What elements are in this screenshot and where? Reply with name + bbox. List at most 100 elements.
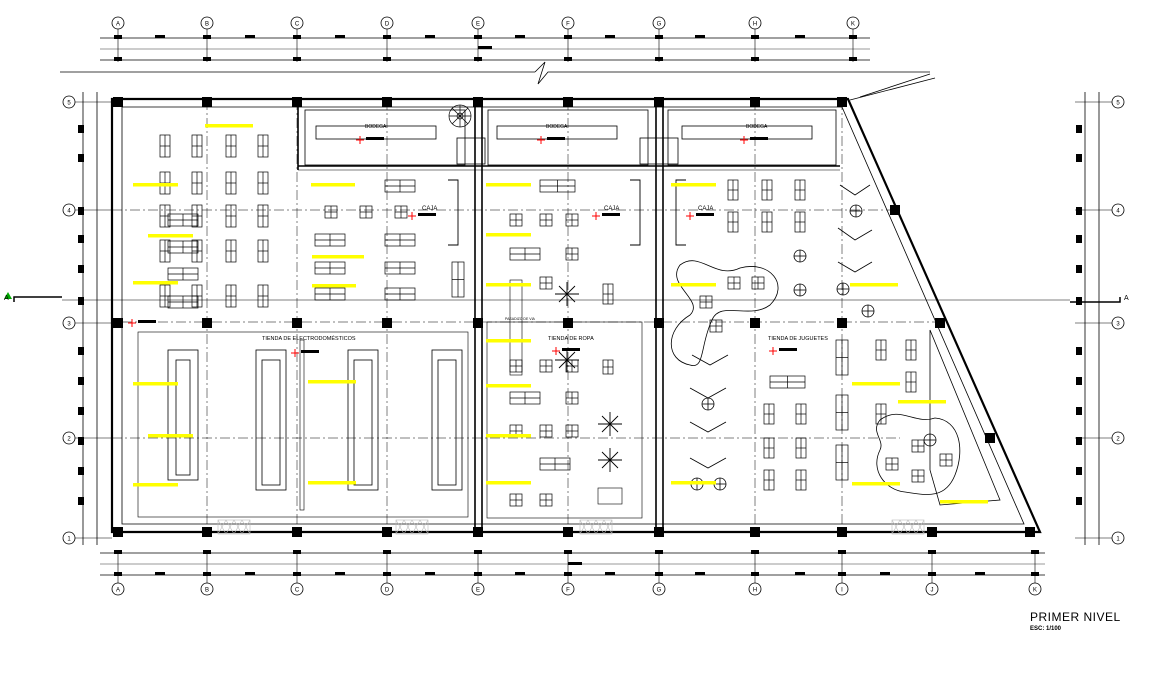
display-fixture [257, 134, 269, 158]
rail-tick [1076, 437, 1082, 445]
display-fixture [835, 339, 849, 376]
rail-tick [78, 347, 84, 355]
rail-tick [1076, 347, 1082, 355]
column-bubble-label: B [205, 22, 209, 28]
display-fixture [167, 295, 199, 309]
display-fixture [769, 375, 806, 389]
display-fixture [384, 179, 416, 193]
cashier-labels: CAJA CAJA CAJA [422, 206, 713, 212]
rail-tick [78, 207, 84, 215]
highlight-mark [671, 481, 716, 485]
rail-tick [1076, 407, 1082, 415]
rail-tick [1076, 207, 1082, 215]
entrance-door [217, 519, 251, 535]
highlight-mark [312, 284, 356, 288]
column [382, 97, 392, 107]
row-bubble-right: 5 [1075, 95, 1125, 109]
column-bubble-top: C [290, 16, 304, 62]
column-bubble-bottom: E [471, 550, 485, 596]
rail-tick [78, 265, 84, 273]
display-fixture [167, 213, 199, 227]
column-bubble-label: H [753, 22, 757, 28]
display-fixture [565, 247, 579, 261]
drawing-scale: ESC: 1/100 [1030, 626, 1062, 632]
column-bubble-label: H [753, 588, 757, 594]
display-fixture [167, 240, 199, 254]
storage-label-1: BODEGA [365, 124, 387, 130]
display-fixture [875, 403, 887, 425]
column-bubble-label: J [931, 588, 934, 594]
display-fixtures [159, 134, 953, 507]
row-bubble-label: 3 [1116, 322, 1120, 328]
column [750, 318, 760, 328]
row-bubble-left: 4 [62, 203, 112, 217]
display-fixture [159, 239, 171, 263]
display-fixture [384, 233, 416, 247]
row-bubble-right: 1 [1075, 531, 1125, 545]
room-labels: TIENDA DE ELECTRODOMÉSTICOS TIENDA DE RO… [262, 317, 828, 342]
column [113, 527, 123, 537]
highlight-mark [133, 183, 178, 187]
column-bubble-label: F [566, 588, 570, 594]
column-bubble-bottom: J [925, 550, 939, 596]
red-marker [592, 212, 620, 220]
electro-gondolas [137, 331, 469, 518]
display-fixture [191, 204, 203, 228]
column-bubble-label: E [476, 22, 480, 28]
highlight-mark [308, 481, 356, 485]
display-fixture [763, 403, 775, 425]
row-bubble-label: 5 [67, 101, 71, 107]
highlight-mark [486, 481, 531, 485]
dimension-tick [425, 35, 435, 38]
rail-tick [78, 437, 84, 445]
display-fixture [905, 339, 917, 361]
display-fixture [191, 239, 203, 263]
display-fixture [539, 493, 553, 507]
column [563, 527, 573, 537]
highlight-mark [486, 384, 531, 388]
side-rails [82, 92, 1100, 545]
display-fixture [565, 213, 579, 227]
dimension-tick [155, 572, 165, 575]
cashier-label-3: CAJA [698, 206, 713, 212]
column [382, 527, 392, 537]
display-fixture [539, 213, 553, 227]
highlight-mark [852, 482, 900, 486]
highlight-mark [148, 234, 193, 238]
column-bubble-label: B [205, 588, 209, 594]
rail-tick [78, 125, 84, 133]
row-bubble-left: 2 [62, 431, 112, 445]
highlight-mark [486, 183, 531, 187]
dimension-tick [245, 35, 255, 38]
dimension-tick [515, 35, 525, 38]
column-bubble-label: G [657, 588, 662, 594]
highlight-mark [312, 255, 364, 259]
column-bubble-label: D [385, 22, 390, 28]
row-bubble-right: 4 [1075, 203, 1125, 217]
display-fixture [225, 134, 237, 158]
column-bubble-top: K [846, 16, 860, 62]
cashier-label-2: CAJA [604, 206, 619, 212]
structural-columns [78, 97, 1082, 537]
row-bubble-left: 1 [62, 531, 112, 545]
column [292, 97, 302, 107]
display-fixture [384, 287, 416, 301]
highlight-mark [133, 382, 178, 386]
display-fixture [835, 444, 849, 481]
label-clothes-store: TIENDA DE ROPA [548, 336, 594, 342]
highlight-mark [486, 339, 531, 343]
red-marker [537, 136, 565, 144]
red-marker [686, 212, 714, 220]
red-marker [769, 347, 797, 355]
drawing-title: PRIMER NIVEL [1030, 610, 1121, 624]
column [113, 318, 123, 328]
dimension-tick [335, 572, 345, 575]
column-bubble-bottom: B [200, 550, 214, 596]
column-bubble-label: A [116, 588, 120, 594]
column [292, 318, 302, 328]
display-fixture [324, 205, 338, 219]
display-fixture [911, 469, 925, 483]
